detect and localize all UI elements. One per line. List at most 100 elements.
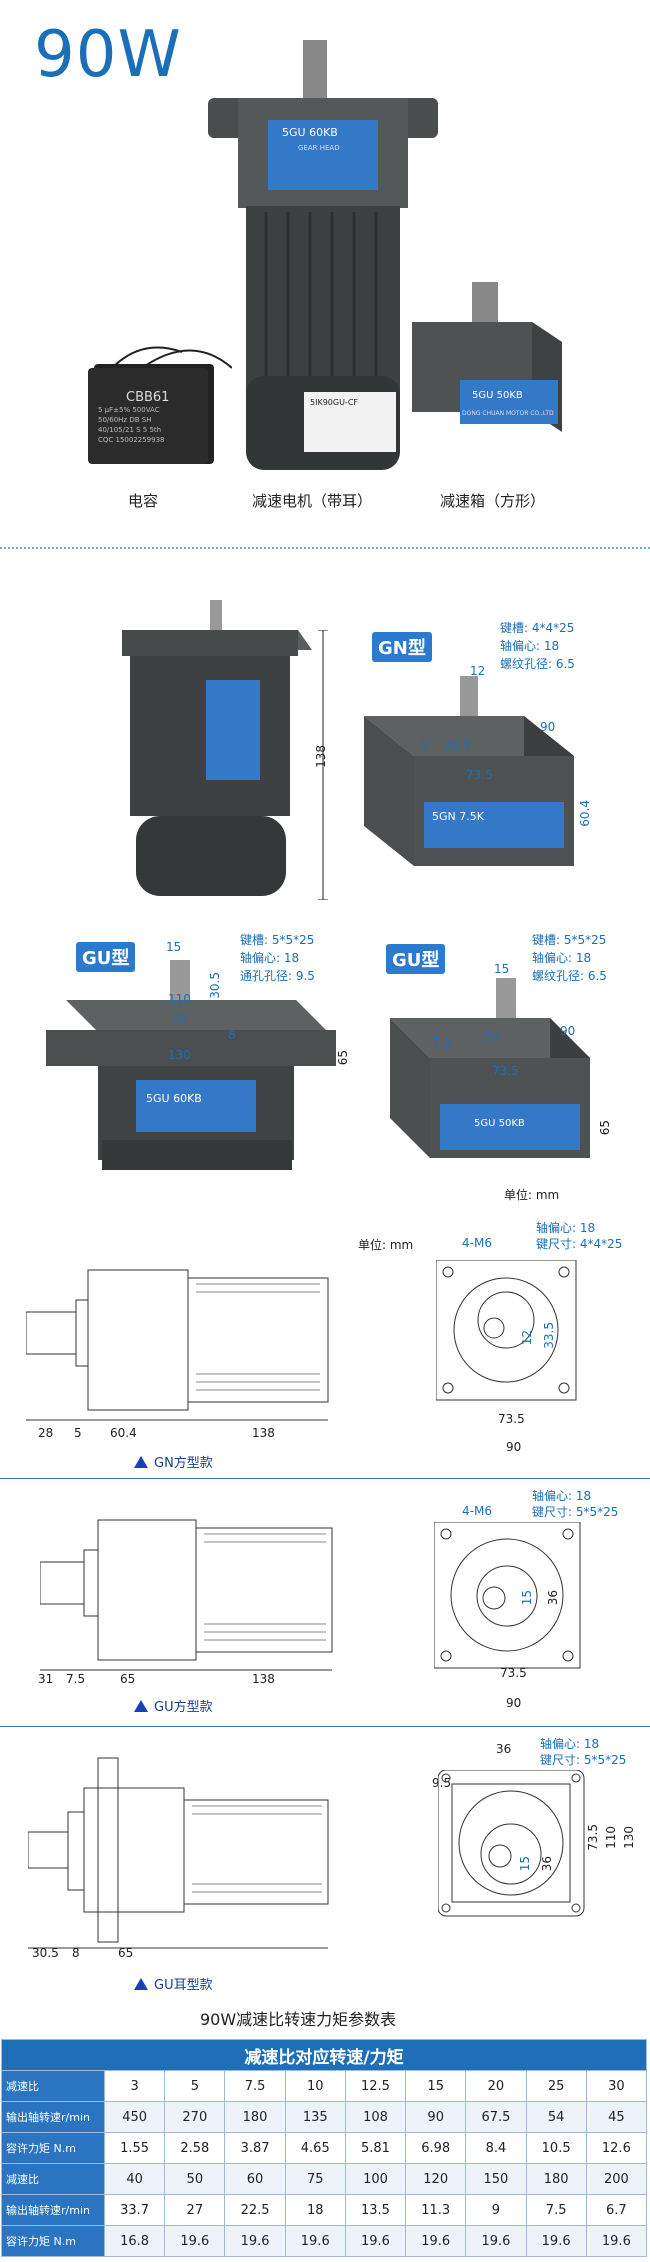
gu-sq-note-3: 螺纹孔径: 6.5 bbox=[532, 969, 607, 983]
gn-front-view bbox=[436, 1260, 577, 1401]
gn-drawing-note-2: 键尺寸: 4*4*25 bbox=[536, 1237, 623, 1251]
drawing-divider-2 bbox=[0, 1726, 650, 1727]
triangle-icon bbox=[134, 1700, 148, 1712]
gu-ear-dim-130: 130 bbox=[168, 1048, 191, 1062]
gn-note-2: 轴偏心: 18 bbox=[500, 639, 560, 653]
power-title: 90W bbox=[34, 18, 182, 92]
gu-ear-note-2: 轴偏心: 18 bbox=[240, 951, 300, 965]
gu-sq-tag: GU型 bbox=[386, 944, 446, 974]
gu-sq-side-view bbox=[40, 1519, 333, 1671]
table-header: 减速比对应转速/力矩 bbox=[1, 2039, 647, 2071]
gn-tag: GN型 bbox=[372, 632, 432, 662]
gu-sq-dim-7-5: 7.5 bbox=[432, 1036, 452, 1050]
gu-ear-gearbox-photo bbox=[46, 960, 336, 1170]
capacitor-spec-2: 50/60Hz DB SH bbox=[98, 416, 152, 424]
gu-sq-front-dim-73-5: 73.5 bbox=[500, 1666, 527, 1680]
gu-sq-plate: 5GU 50KB bbox=[474, 1118, 525, 1129]
gn-model-text: GN方型款 bbox=[154, 1456, 213, 1471]
gu-ear-dim-30-5: 30.5 bbox=[208, 972, 222, 999]
gu-ear-dim-15: 15 bbox=[166, 940, 182, 954]
gu-ear-front-view bbox=[438, 1770, 585, 1917]
capacitor-spec-1: 5 μF±5% 500VAC bbox=[98, 406, 160, 414]
gu-sq-drawing-note-2: 键尺寸: 5*5*25 bbox=[532, 1505, 619, 1519]
gu-sq-model-text: GU方型款 bbox=[154, 1700, 213, 1715]
gn-side-dim-28: 28 bbox=[38, 1426, 54, 1440]
gu-ear-dim-36: 36 bbox=[172, 1012, 188, 1026]
gn-front-dim-90: 90 bbox=[506, 1440, 522, 1454]
drawing-divider-1 bbox=[0, 1478, 650, 1479]
gu-ear-front-dim-9-5: 9.5 bbox=[432, 1776, 452, 1790]
gn-front-dim-73-5: 73.5 bbox=[498, 1412, 525, 1426]
triangle-icon bbox=[134, 1456, 148, 1468]
gu-ear-dim-65: 65 bbox=[336, 1050, 350, 1066]
gearhead-plate-box-sub: DONG CHUAN MOTOR CO.,LTD bbox=[462, 410, 554, 417]
gu-sq-dim-15: 15 bbox=[494, 962, 510, 976]
gu-sq-model-label: GU方型款 bbox=[134, 1696, 213, 1715]
gn-note-3: 螺纹孔径: 6.5 bbox=[500, 657, 575, 671]
gn-drawing-note-1: 轴偏心: 18 bbox=[536, 1221, 596, 1235]
gearhead-plate-box: 5GU 50KB bbox=[472, 390, 523, 401]
square-gearbox-photo bbox=[412, 282, 562, 432]
gearhead-plate-top: 5GU 60KB bbox=[282, 126, 338, 139]
gu-ear-plate: 5GU 60KB bbox=[146, 1092, 202, 1105]
motor-height-dimline bbox=[318, 630, 328, 900]
gu-ear-model-text: GU耳型款 bbox=[154, 1978, 213, 1993]
gu-sq-side-dim-31: 31 bbox=[38, 1672, 54, 1686]
gu-sq-note-1: 键槽: 5*5*25 bbox=[532, 933, 607, 947]
caption-gearbox-square: 减速箱（方形） bbox=[440, 492, 546, 510]
caption-motor-ear: 减速电机（带耳） bbox=[252, 492, 373, 510]
gn-dim-90: 90 bbox=[540, 720, 556, 734]
gn-dim-12: 12 bbox=[470, 664, 486, 678]
gu-ear-side-view bbox=[28, 1757, 329, 1949]
geared-motor-photo bbox=[208, 40, 438, 470]
gn-side-view bbox=[26, 1269, 329, 1421]
capacitor-spec-4: CQC 15002259938 bbox=[98, 436, 165, 444]
gn-front-dim-12: 12 bbox=[520, 1330, 534, 1346]
gu-sq-dim-36: 36 bbox=[484, 1030, 500, 1044]
gn-model-label: GN方型款 bbox=[134, 1452, 213, 1471]
gn-side-dim-138: 138 bbox=[252, 1426, 275, 1440]
gu-sq-front-dim-36: 36 bbox=[546, 1590, 560, 1606]
gu-sq-thread: 4-M6 bbox=[462, 1504, 492, 1518]
motor-plate: 5IK90GU-CF bbox=[310, 398, 359, 407]
gu-ear-front-dim-73-5: 73.5 bbox=[586, 1824, 600, 1851]
gu-ear-side-dim-65: 65 bbox=[118, 1946, 134, 1960]
capacitor-photo bbox=[88, 346, 232, 464]
caption-capacitor: 电容 bbox=[128, 492, 159, 510]
gu-sq-dim-65: 65 bbox=[598, 1120, 612, 1136]
gu-sq-note-2: 轴偏心: 18 bbox=[532, 951, 592, 965]
gu-ear-model-label: GU耳型款 bbox=[134, 1974, 213, 1993]
gu-ear-front-dim-36b: 36 bbox=[540, 1856, 554, 1872]
gu-sq-front-dim-15: 15 bbox=[520, 1590, 534, 1606]
gu-sq-side-dim-65: 65 bbox=[120, 1672, 136, 1686]
gu-sq-side-dim-138: 138 bbox=[252, 1672, 275, 1686]
gu-ear-tag: GU型 bbox=[76, 942, 136, 972]
gu-ear-drawing-note-1: 轴偏心: 18 bbox=[540, 1737, 600, 1751]
capacitor-spec-3: 40/105/21 S 5 5th bbox=[98, 426, 162, 434]
gu-sq-side-dim-7-5: 7.5 bbox=[66, 1672, 86, 1686]
gu-ear-dim-8: 8 bbox=[228, 1028, 236, 1042]
gn-side-dim-5: 5 bbox=[74, 1426, 82, 1440]
gn-thread: 4-M6 bbox=[462, 1236, 492, 1250]
gn-front-dim-33-5: 33.5 bbox=[542, 1322, 556, 1349]
section2-unit: 单位: mm bbox=[504, 1188, 560, 1202]
gn-dim-5: 5 bbox=[420, 738, 428, 752]
gu-ear-note-3: 通孔孔径: 9.5 bbox=[240, 969, 315, 983]
gu-sq-dim-73-5: 73.5 bbox=[492, 1064, 519, 1078]
gu-ear-front-dim-15: 15 bbox=[518, 1856, 532, 1872]
table-title: 90W减速比转速力矩参数表 bbox=[200, 2010, 397, 2029]
gn-drawing-unit: 单位: mm bbox=[358, 1238, 414, 1252]
gu-sq-drawing-note-1: 轴偏心: 18 bbox=[532, 1489, 592, 1503]
gu-ear-front-dim-36: 36 bbox=[496, 1742, 512, 1756]
gearhead-plate-top-sub: GEAR HEAD bbox=[298, 144, 340, 152]
motor-height: 138 bbox=[314, 745, 328, 768]
gn-note-1: 键槽: 4*4*25 bbox=[500, 621, 575, 635]
gn-plate: 5GN 7.5K bbox=[432, 810, 484, 823]
gn-dim-73-5: 73.5 bbox=[466, 768, 493, 782]
gu-sq-front-view bbox=[434, 1522, 581, 1669]
